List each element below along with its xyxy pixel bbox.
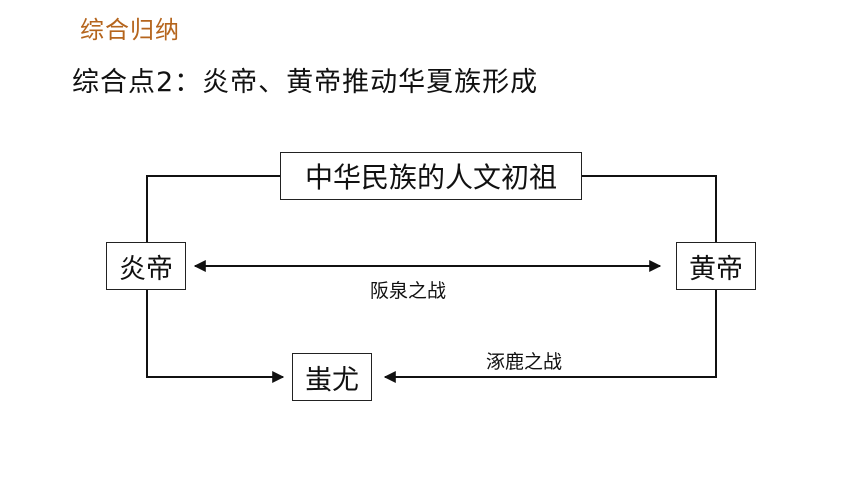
connector-top-right [582,175,717,242]
box-chiyou-text: 蚩尤 [305,364,359,396]
box-chiyou: 蚩尤 [292,353,372,401]
box-yandi-text: 炎帝 [119,253,173,285]
box-huangdi: 黄帝 [676,242,756,290]
point-title: 综合点2：炎帝、黄帝推动华夏族形成 [72,67,539,98]
box-yandi: 炎帝 [106,242,186,290]
connector-top-left [146,175,280,242]
arrow-yan-to-chiyou [146,290,285,383]
arrow-huang-to-chiyou [383,290,717,383]
label-battle-banquan: 阪泉之战 [370,280,447,302]
box-huangdi-text: 黄帝 [689,253,743,285]
section-title: 综合归纳 [80,16,180,44]
box-cultural-ancestors-text: 中华民族的人文初祖 [304,161,557,194]
label-battle-zhuolu: 涿鹿之战 [486,351,563,373]
box-cultural-ancestors: 中华民族的人文初祖 [280,152,582,200]
